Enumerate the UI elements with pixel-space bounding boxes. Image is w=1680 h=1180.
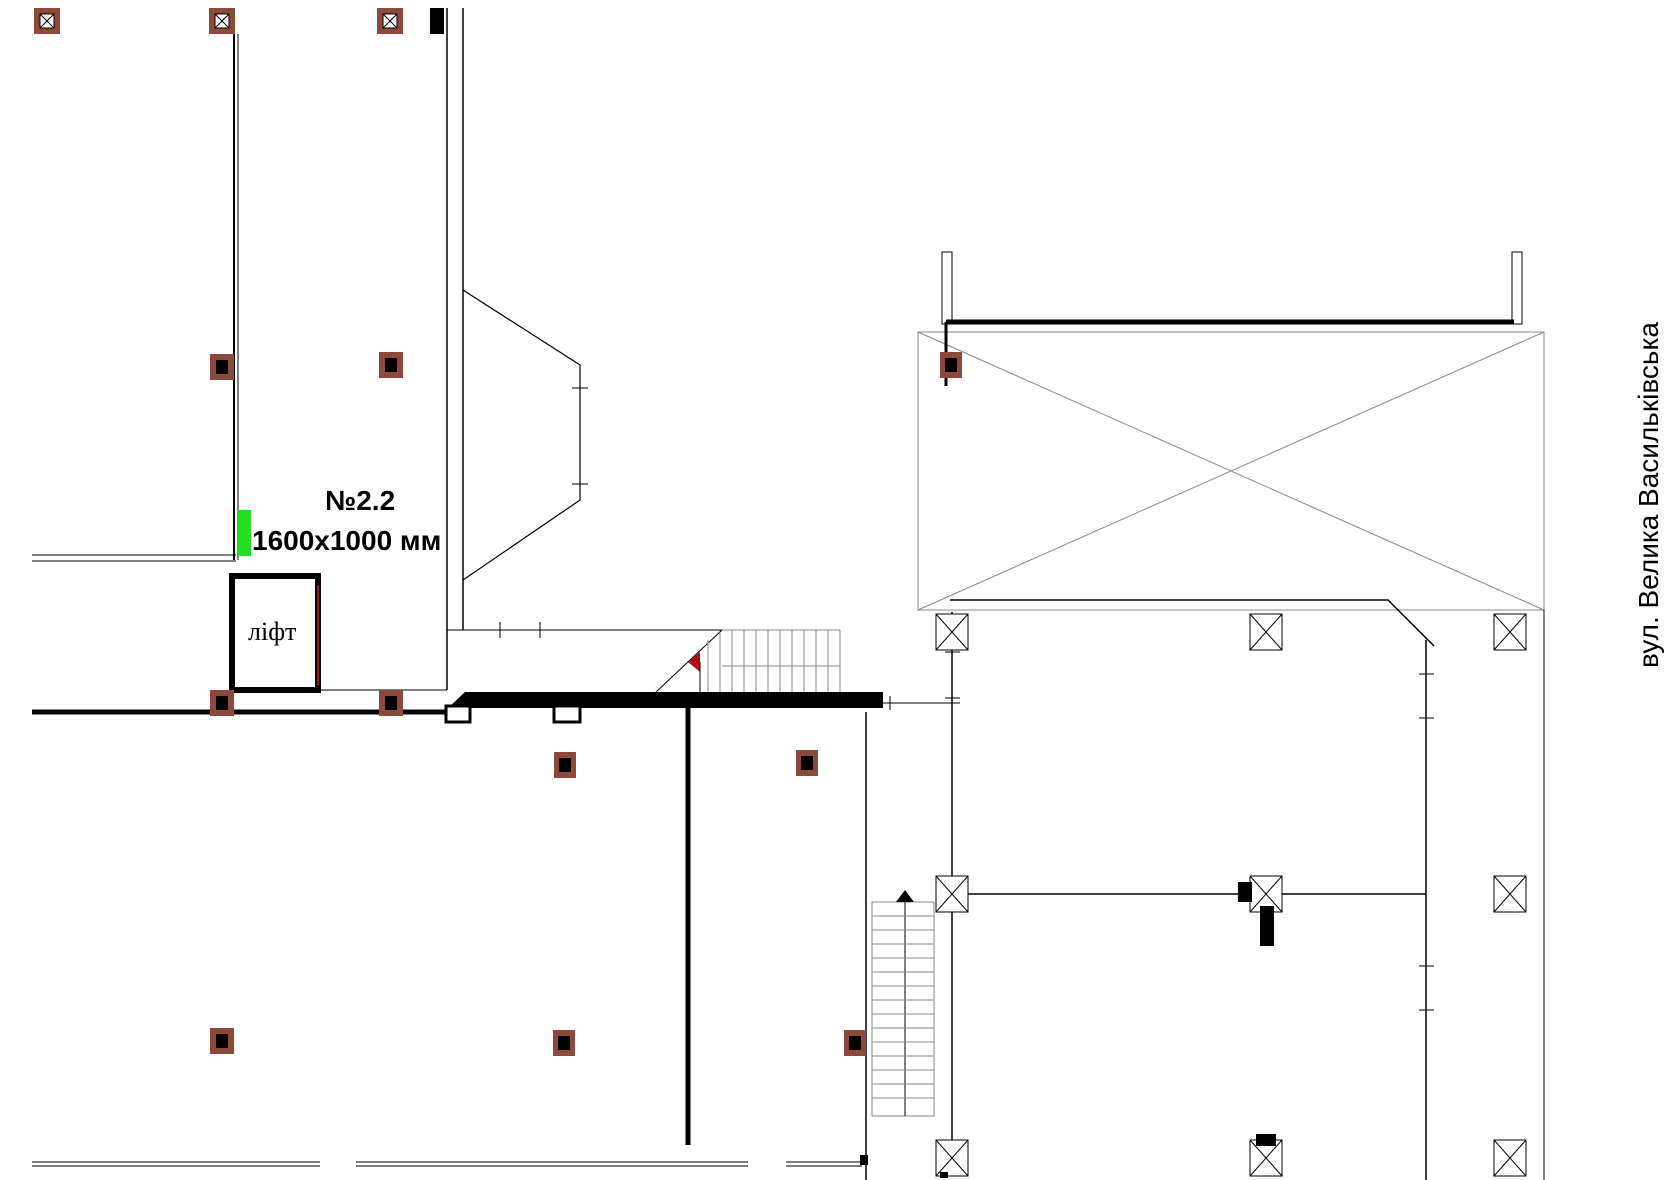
column-crossed xyxy=(1493,1139,1527,1177)
stairs-upper xyxy=(447,622,841,693)
ramp-outline xyxy=(462,289,581,581)
atrium-void xyxy=(917,331,1545,611)
equipment-block xyxy=(1260,906,1274,946)
column-crossed xyxy=(1493,613,1527,651)
placement-number: №2.2 xyxy=(325,485,395,516)
wall-angled xyxy=(950,599,1435,647)
column-crossed xyxy=(209,8,235,34)
column xyxy=(210,354,234,380)
column xyxy=(940,352,962,378)
wall-horizontal xyxy=(465,692,883,708)
placement-marker xyxy=(237,510,251,556)
column-crossed xyxy=(34,8,60,34)
column-crossed xyxy=(935,613,969,651)
column-crossed xyxy=(935,875,969,913)
equipment-block xyxy=(1238,882,1252,902)
lift xyxy=(229,573,321,693)
column xyxy=(210,690,234,716)
column xyxy=(553,1030,575,1056)
column xyxy=(379,690,403,716)
column xyxy=(210,1028,234,1054)
equipment-block xyxy=(1256,1134,1276,1146)
column-crossed xyxy=(935,1139,969,1177)
column xyxy=(554,752,576,778)
wall-stub xyxy=(430,8,444,34)
column xyxy=(844,1030,866,1056)
lift-label: ліфт xyxy=(248,617,296,646)
column-crossed xyxy=(1249,613,1283,651)
column-crossed xyxy=(377,8,403,34)
balcony-railing xyxy=(941,251,1523,386)
street-name: вул. Велика Васильківська xyxy=(1633,322,1664,668)
placement-size: 1600x1000 мм xyxy=(252,525,441,556)
column xyxy=(796,750,818,776)
column xyxy=(379,352,403,378)
wall-bottom xyxy=(32,1161,862,1167)
stairs-lower xyxy=(871,890,935,1117)
column-crossed xyxy=(1493,875,1527,913)
column-crossed xyxy=(1249,1139,1283,1177)
